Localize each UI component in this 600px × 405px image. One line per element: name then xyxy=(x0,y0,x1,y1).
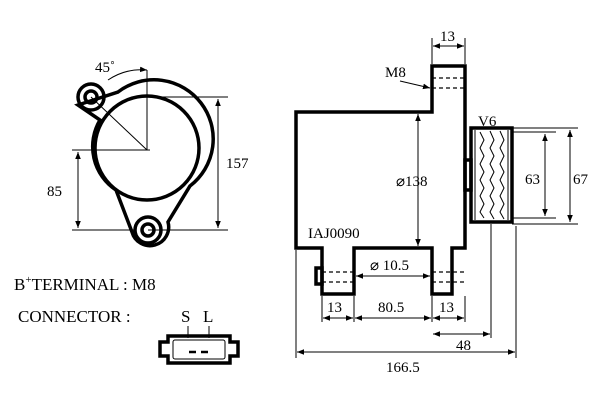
pulley xyxy=(463,126,514,224)
specs: B+TERMINAL : M8 CONNECTOR : S L xyxy=(14,274,240,365)
dim-top-13-label: 13 xyxy=(440,29,455,45)
dim-b-13-right-label: 13 xyxy=(439,300,454,316)
angle-label: 45˚ xyxy=(95,60,115,76)
thread-label: M8 xyxy=(385,65,406,81)
terminal-spec: B+TERMINAL : M8 xyxy=(14,274,156,294)
dim-157-label: 157 xyxy=(226,156,249,172)
front-view: 13 M8 ⌀138 IAJ0090 ⌀ 10.5 13 80.5 13 V6 … xyxy=(294,29,589,376)
connector-label: CONNECTOR : xyxy=(18,307,131,326)
dim-67-label: 67 xyxy=(573,172,589,188)
dim-overall-label: 166.5 xyxy=(386,360,420,376)
body-outline xyxy=(294,64,467,296)
angle-arc xyxy=(107,66,148,81)
pin-s-label: S xyxy=(181,307,190,326)
pin-l-label: L xyxy=(203,307,213,326)
dim-b-80-5-label: 80.5 xyxy=(378,300,404,316)
side-view: 45˚ 85 157 xyxy=(47,60,249,248)
top-ear xyxy=(76,82,106,112)
dim-85-label: 85 xyxy=(47,184,62,200)
top-ear-hole xyxy=(83,89,99,105)
dim-b-13-left-label: 13 xyxy=(327,300,342,316)
center-line-diag xyxy=(90,96,148,151)
dim-138-label: ⌀138 xyxy=(396,174,428,190)
dim-10-5-label: ⌀ 10.5 xyxy=(370,258,409,274)
part-code: IAJ0090 xyxy=(308,226,360,242)
connector-icon xyxy=(158,334,240,365)
dim-63-label: 63 xyxy=(525,172,540,188)
thread-leader xyxy=(399,80,431,90)
terminal-tab xyxy=(314,266,324,286)
pulley-label: V6 xyxy=(478,114,497,130)
